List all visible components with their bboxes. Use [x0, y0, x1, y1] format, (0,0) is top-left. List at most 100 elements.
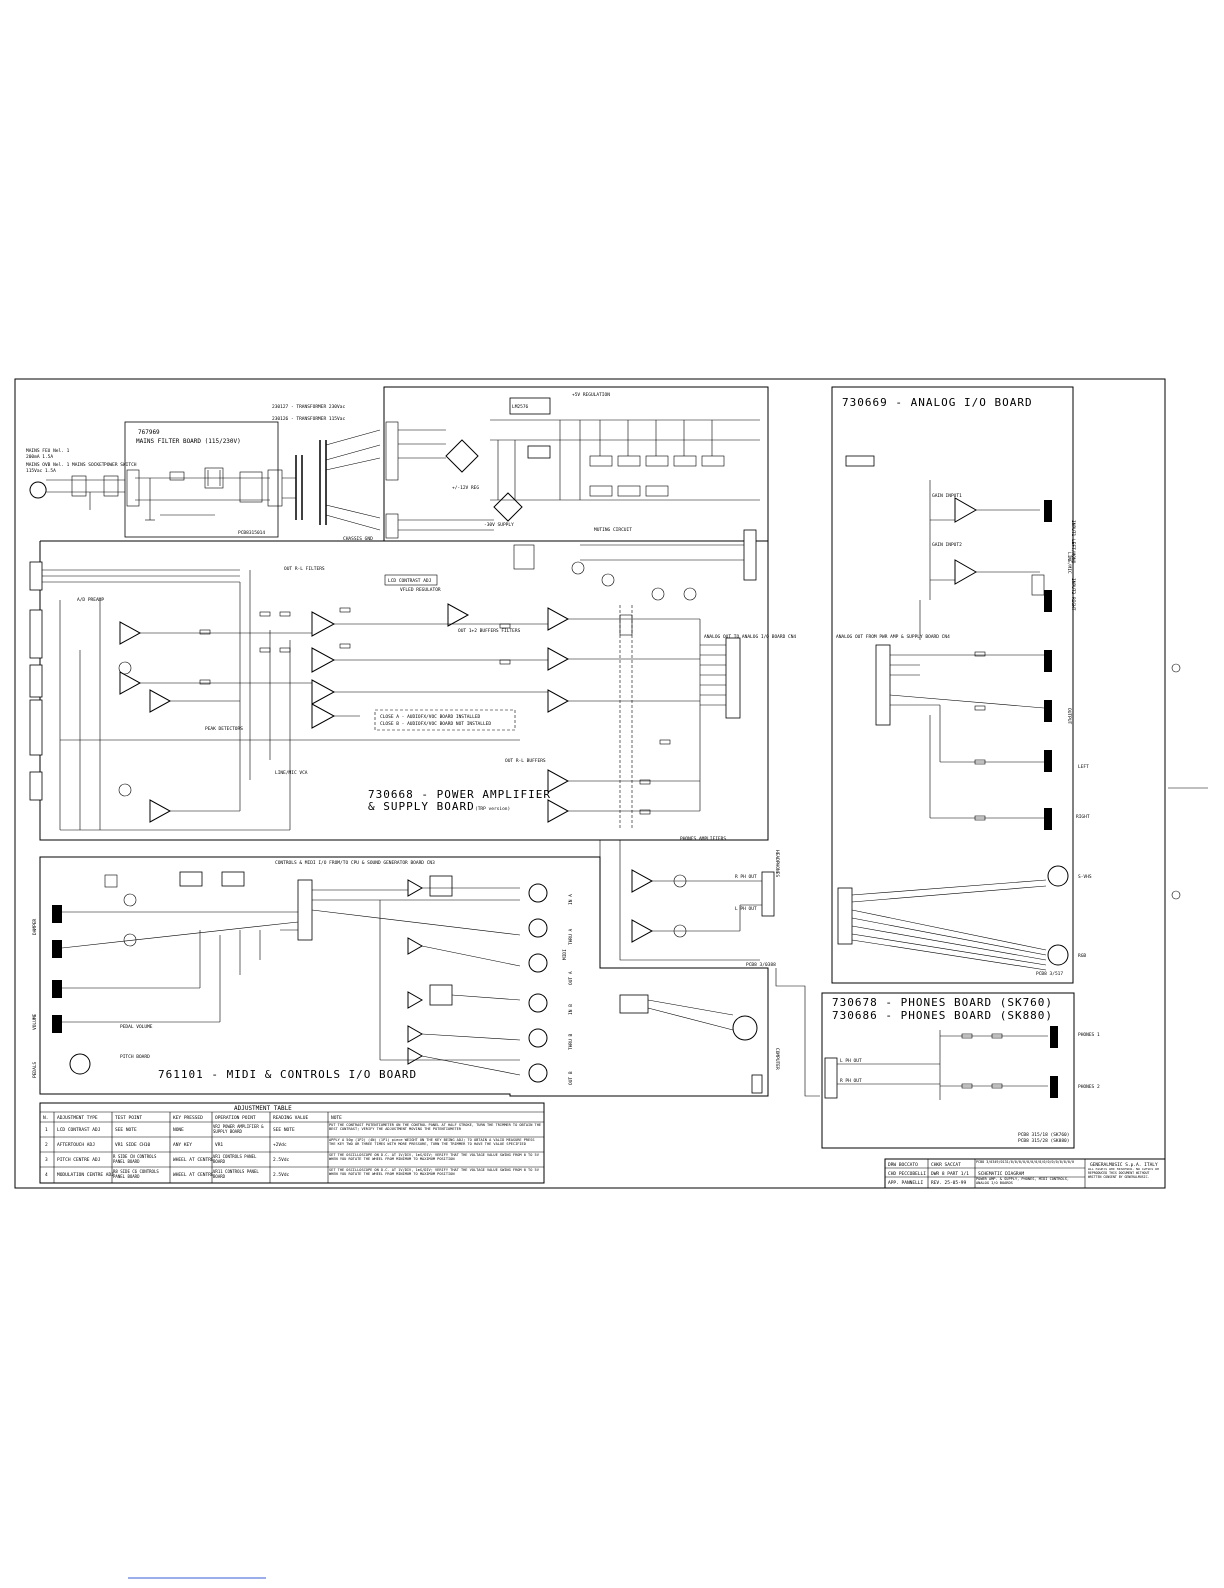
sheet-border	[14, 378, 1166, 1189]
svg-text:PEDAL VOLUME: PEDAL VOLUME	[120, 1024, 153, 1030]
table-row: 4 MODULATION CENTRE ADJ R8 SIDE C6 CONTR…	[45, 1168, 539, 1179]
svg-text:PHONES 2: PHONES 2	[1078, 1084, 1100, 1090]
midi-board-title: 761101 - MIDI & CONTROLS I/O BOARD	[158, 1068, 417, 1081]
svg-text:L PH OUT: L PH OUT	[840, 1058, 862, 1064]
svg-text:VR1: VR1	[215, 1142, 223, 1148]
svg-text:DAMPER: DAMPER	[32, 918, 38, 935]
svg-text:READING VALUE: READING VALUE	[273, 1115, 309, 1121]
svg-text:RIGHT: RIGHT	[1076, 814, 1090, 820]
svg-text:(TRP version): (TRP version)	[475, 806, 510, 812]
transformer: 230127 - TRANSFORMER 230Vac 230126 - TRA…	[272, 404, 381, 531]
phones-amp-area	[599, 840, 760, 968]
hole-marker	[1171, 890, 1181, 900]
svg-text:SEE NOTE: SEE NOTE	[273, 1127, 295, 1133]
svg-text:MODULATION CENTRE ADJ: MODULATION CENTRE ADJ	[57, 1172, 114, 1178]
svg-text:200mA 1.5A: 200mA 1.5A	[26, 454, 53, 460]
svg-text:LINE/MIC VCA: LINE/MIC VCA	[275, 770, 308, 776]
svg-text:+/-12V REG: +/-12V REG	[452, 485, 479, 491]
svg-text:WHEEL AT CENTRE: WHEEL AT CENTRE	[173, 1172, 214, 1178]
svg-text:ADJUSTMENT TYPE: ADJUSTMENT TYPE	[57, 1115, 98, 1121]
mains-filter-board: 767969 MAINS FILTER BOARD (115/230V) PCB…	[124, 421, 283, 538]
svg-text:VFLED REGULATOR: VFLED REGULATOR	[400, 587, 441, 593]
supply-section: +5V REGULATION LM2576 +/-12V REG -30V SU…	[385, 392, 760, 570]
analog-io-board-frame	[831, 386, 1074, 984]
svg-text:ANALOG OUT FROM PWR AMP & SUPP: ANALOG OUT FROM PWR AMP & SUPPLY BOARD C…	[836, 634, 950, 640]
svg-text:PEDALS: PEDALS	[32, 1061, 38, 1078]
mains-inlet: MAINS FEU Nel. 1 200mA 1.5A MAINS OVB Ne…	[26, 448, 137, 510]
svg-text:MAINS OVB Nel. 1: MAINS OVB Nel. 1	[26, 462, 70, 468]
table-row: 3 PITCH CENTRE ADJ R SIDE CN CONTROLS PA…	[45, 1153, 539, 1164]
phones-title-1: 730678 - PHONES BOARD (SK760)	[832, 996, 1053, 1009]
svg-text:LM2576: LM2576	[512, 404, 529, 410]
svg-text:& SUPPLY BOARD: & SUPPLY BOARD	[368, 800, 475, 813]
svg-text:VR1 SIDE CH10: VR1 SIDE CH10	[115, 1142, 151, 1148]
svg-text:RGB: RGB	[1078, 953, 1086, 959]
svg-text:PHONES AMPLIFIERS: PHONES AMPLIFIERS	[680, 836, 726, 842]
svg-text:1: 1	[45, 1127, 48, 1133]
svg-text:GAIN INPUT1: GAIN INPUT1	[932, 493, 962, 499]
svg-text:CHD PECCOBELLI: CHD PECCOBELLI	[888, 1171, 926, 1177]
svg-text:WHEEL AT CENTRE: WHEEL AT CENTRE	[173, 1157, 214, 1163]
svg-text:IN A: IN A	[568, 894, 574, 905]
svg-text:PITCH CENTRE ADJ: PITCH CENTRE ADJ	[57, 1157, 101, 1163]
svg-text:CHASSIS GND: CHASSIS GND	[343, 536, 373, 542]
svg-text:115Vac 1.5A: 115Vac 1.5A	[26, 468, 56, 474]
svg-text:LCD CONTRAST ADJ: LCD CONTRAST ADJ	[388, 578, 432, 584]
svg-text:OPERATION POINT: OPERATION POINT	[215, 1115, 256, 1121]
table-row: 2 AFTERTOUCH ADJ VR1 SIDE CH10 ANY KEY V…	[45, 1138, 535, 1148]
phones-section: PHONES 1 PHONES 2 L PH OUT R PH OUT PCB8…	[824, 1026, 1100, 1144]
mains-filter-code: 767969	[138, 429, 160, 436]
power-amp-section: VFLED REGULATOR LCD CONTRAST ADJ MUTING …	[29, 527, 796, 842]
mains-filter-pcb: PCB8315014	[238, 530, 265, 536]
svg-text:A/D PREAMP: A/D PREAMP	[77, 597, 104, 603]
svg-text:VOLUME: VOLUME	[32, 1013, 38, 1030]
svg-text:DWR 8 PART 1/1: DWR 8 PART 1/1	[931, 1171, 969, 1177]
svg-text:MAINS FEU Nel. 1: MAINS FEU Nel. 1	[26, 448, 70, 454]
svg-text:INPUT2 RIGHT: INPUT2 RIGHT	[1070, 578, 1076, 611]
svg-text:THRU B: THRU B	[568, 1033, 574, 1050]
svg-text:APP. PANNELLI: APP. PANNELLI	[888, 1180, 924, 1186]
midi-controls-section: CONTROLS & MIDI I/O FROM/TO CPU & SOUND …	[32, 850, 780, 1094]
svg-text:+2Vdc: +2Vdc	[273, 1142, 287, 1148]
svg-text:PCB8 3/517: PCB8 3/517	[1036, 971, 1063, 977]
svg-text:2: 2	[45, 1142, 48, 1148]
mains-filter-title: MAINS FILTER BOARD (115/230V)	[136, 438, 241, 445]
table-row: 1 LCD CONTRAST ADJ SEE NOTE NONE VR2 POW…	[45, 1123, 541, 1134]
svg-text:POWER SWITCH: POWER SWITCH	[104, 462, 137, 468]
svg-text:OUT R-L FILTERS: OUT R-L FILTERS	[284, 566, 325, 572]
svg-text:N.: N.	[43, 1115, 48, 1121]
interboard-cable	[775, 968, 820, 1097]
svg-text:NOTE: NOTE	[331, 1115, 342, 1121]
supply-section-frame	[383, 386, 769, 542]
svg-text:CLOSE B - AUDIOFX/VOC BOARD NO: CLOSE B - AUDIOFX/VOC BOARD NOT INSTALLE…	[380, 721, 491, 727]
svg-text:R PH OUT: R PH OUT	[840, 1078, 862, 1084]
phones-title-2: 730686 - PHONES BOARD (SK880)	[832, 1009, 1053, 1022]
analog-io-title: 730669 - ANALOG I/O BOARD	[842, 396, 1033, 409]
svg-text:OUT A: OUT A	[568, 971, 574, 985]
svg-text:MUTING CIRCUIT: MUTING CIRCUIT	[594, 527, 632, 533]
svg-text:NONE: NONE	[173, 1127, 184, 1133]
svg-text:3: 3	[45, 1157, 48, 1163]
svg-text:230127 - TRANSFORMER 230Vac: 230127 - TRANSFORMER 230Vac	[272, 404, 345, 410]
company-name: GENERALMUSIC S.p.A. ITALY	[1090, 1162, 1158, 1168]
adjustment-table-title: ADJUSTMENT TABLE	[234, 1105, 292, 1112]
svg-text:S-VHS: S-VHS	[1078, 874, 1092, 880]
svg-text:AFTERTOUCH ADJ: AFTERTOUCH ADJ	[57, 1142, 95, 1148]
label-5v-regulation: +5V REGULATION	[572, 392, 610, 398]
svg-text:4: 4	[45, 1172, 48, 1178]
svg-text:INPUT1 LEFT/MONO: INPUT1 LEFT/MONO	[1070, 520, 1076, 564]
svg-text:TEST POINT: TEST POINT	[115, 1115, 142, 1121]
svg-text:CLOSE A - AUDIOFX/VOC BOARD IN: CLOSE A - AUDIOFX/VOC BOARD INSTALLED	[380, 714, 481, 720]
svg-text:ANALOG OUT TO ANALOG I/O BOARD: ANALOG OUT TO ANALOG I/O BOARD CN4	[704, 634, 796, 640]
svg-text:PCB8 3/0388: PCB8 3/0388	[746, 962, 776, 968]
svg-text:LINE/MIC: LINE/MIC	[1066, 552, 1072, 574]
title-block: DRW BOCCATO CHKR SACCAT PCB8 3/0349/0131…	[884, 1158, 1166, 1189]
svg-text:R PH OUT: R PH OUT	[735, 874, 757, 880]
svg-text:MAINS SOCKET: MAINS SOCKET	[72, 462, 105, 468]
svg-text:PEAK DETECTORS: PEAK DETECTORS	[205, 726, 243, 732]
svg-text:MIDI: MIDI	[562, 949, 568, 960]
svg-text:LEFT: LEFT	[1078, 764, 1089, 770]
adjustment-table: ADJUSTMENT TABLE N. ADJUSTMENT TYPE TEST…	[39, 1102, 545, 1184]
svg-text:HEADPHONES: HEADPHONES	[774, 850, 780, 877]
